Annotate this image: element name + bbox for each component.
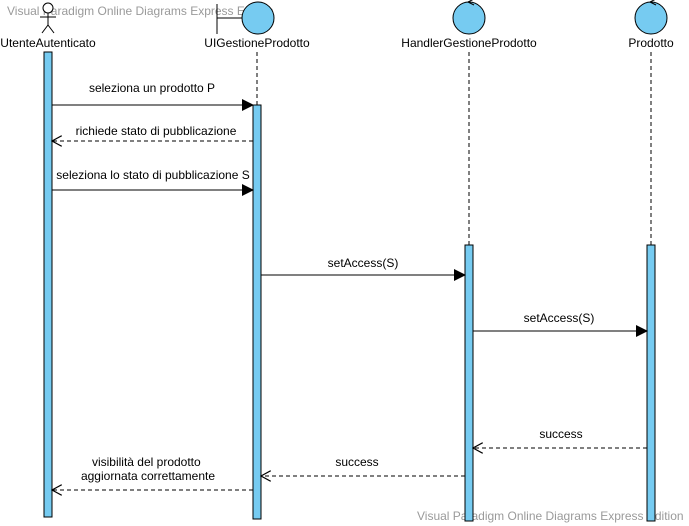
message-8-label-line-2: aggiornata correttamente [81, 469, 215, 483]
message-2: richiede stato di pubblicazione [52, 124, 253, 141]
lifeline-ui-name: UIGestioneProdotto [204, 36, 310, 50]
watermark-top: Visual Paradigm Online Diagrams Express … [7, 4, 274, 18]
message-1-label: seleziona un prodotto P [89, 81, 215, 95]
message-7: success [261, 455, 465, 476]
activation-product [646, 244, 656, 522]
message-3: seleziona lo stato di pubblicazione S [52, 168, 254, 196]
message-4: setAccess(S) [261, 256, 466, 281]
control-icon [452, 0, 486, 35]
message-6-label: success [539, 427, 582, 441]
boundary-icon [216, 1, 275, 35]
message-5-label: setAccess(S) [524, 311, 595, 325]
message-8: visibilità del prodotto aggiornata corre… [52, 455, 253, 490]
lifeline-handler: HandlerGestioneProdotto [401, 0, 537, 518]
entity-icon [634, 0, 668, 35]
message-1: seleziona un prodotto P [52, 81, 254, 111]
activation-handler [464, 244, 474, 522]
watermark-bottom: Visual Paradigm Online Diagrams Express … [417, 509, 684, 523]
message-6: success [473, 427, 647, 448]
lifeline-handler-name: HandlerGestioneProdotto [401, 36, 537, 50]
message-4-label: setAccess(S) [328, 256, 399, 270]
message-8-label-line-1: visibilità del prodotto [92, 455, 201, 469]
message-5: setAccess(S) [473, 311, 648, 337]
message-2-label: richiede stato di pubblicazione [76, 124, 237, 138]
lifeline-user-name: UtenteAutenticato [0, 36, 96, 50]
lifeline-product-name: Prodotto [628, 36, 674, 50]
activation-ui [252, 104, 262, 520]
message-3-label: seleziona lo stato di pubblicazione S [56, 168, 249, 182]
message-7-label: success [335, 455, 378, 469]
message-8-label: visibilità del prodotto aggiornata corre… [81, 455, 215, 483]
activation-user [43, 51, 53, 518]
actor-icon [40, 2, 56, 34]
